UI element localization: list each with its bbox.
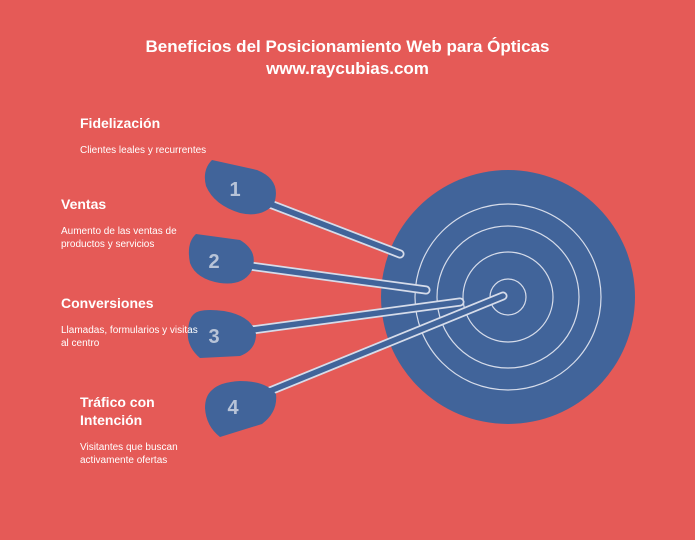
benefit-item-fidelizacion: Fidelización Clientes leales y recurrent…	[80, 114, 220, 157]
dart-4: 4	[205, 291, 508, 437]
target-ring-2	[414, 203, 602, 391]
dart-icon	[188, 234, 254, 284]
benefit-item-ventas: Ventas Aumento de las ventas de producto…	[61, 195, 201, 251]
benefit-item-trafico: Tráfico con Intención Visitantes que bus…	[80, 393, 200, 467]
dart-icon	[204, 160, 276, 215]
dart-number-3: 3	[208, 326, 219, 348]
target-outer-ring	[381, 170, 635, 424]
target-icon	[381, 170, 635, 424]
benefit-heading: Ventas	[61, 196, 107, 212]
page-title: Beneficios del Posicionamiento Web para …	[0, 36, 695, 80]
dart-icon	[205, 381, 277, 437]
dart-number-2: 2	[208, 251, 219, 273]
benefit-description: Clientes leales y recurrentes	[80, 145, 207, 156]
dart-number-1: 1	[229, 179, 240, 201]
target-ring-4	[462, 251, 554, 343]
target-ring-3	[436, 225, 580, 369]
benefit-description: Llamadas, formularios y visitas al centr…	[61, 325, 198, 349]
benefit-heading: Conversiones	[61, 295, 154, 311]
benefit-heading: Fidelización	[80, 115, 161, 131]
dart-2: 2	[188, 234, 431, 295]
benefit-heading: Tráfico con Intención	[80, 394, 155, 428]
dart-icon	[187, 310, 256, 358]
benefit-description: Aumento de las ventas de productos y ser…	[61, 226, 177, 250]
benefit-description: Visitantes que buscan activamente oferta…	[80, 442, 178, 466]
benefit-item-conversiones: Conversiones Llamadas, formularios y vis…	[61, 294, 201, 350]
title-line-2: www.raycubias.com	[266, 59, 429, 78]
dart-3: 3	[187, 297, 465, 358]
title-line-1: Beneficios del Posicionamiento Web para …	[145, 37, 550, 56]
dart-number-4: 4	[227, 397, 239, 419]
dart-1: 1	[204, 160, 405, 259]
